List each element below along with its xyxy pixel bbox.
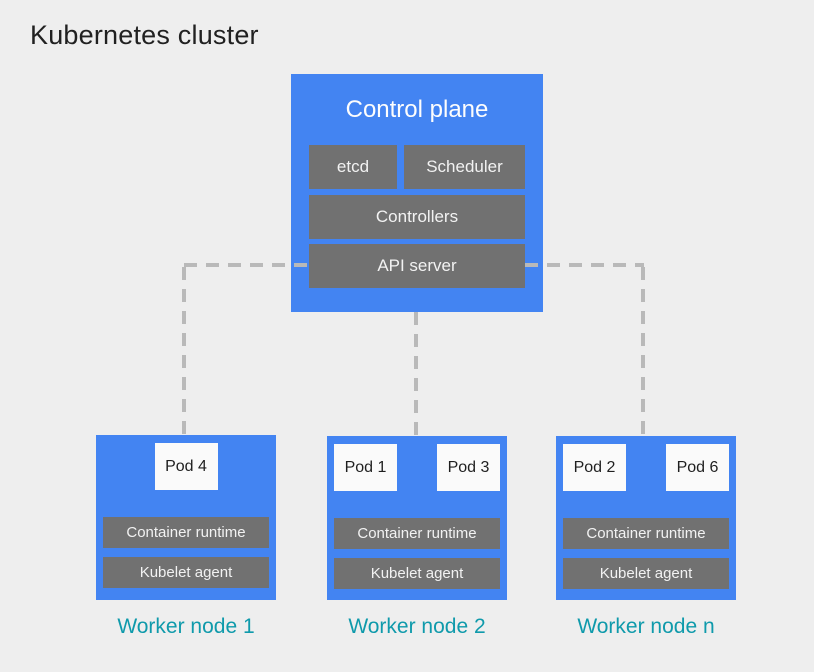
connector-vertical-left	[182, 267, 186, 435]
worker-node-n-box: Pod 2 Pod 6 Container runtime Kubelet ag…	[556, 436, 736, 600]
pods-row: Pod 4	[103, 443, 269, 490]
control-plane-title: Control plane	[345, 96, 489, 123]
kubelet-agent-box: Kubelet agent	[563, 558, 729, 589]
pods-row: Pod 2 Pod 6	[563, 444, 729, 491]
pods-row: Pod 1 Pod 3	[334, 444, 500, 491]
worker-node-2-label: Worker node 2	[348, 615, 486, 638]
connector-horizontal-left	[184, 263, 309, 267]
etcd-box: etcd	[309, 145, 397, 189]
worker-node-1-label: Worker node 1	[117, 615, 255, 638]
page-title: Kubernetes cluster	[30, 20, 259, 50]
kubelet-agent-box: Kubelet agent	[103, 557, 269, 588]
container-runtime-box: Container runtime	[563, 518, 729, 549]
worker-node-2-box: Pod 1 Pod 3 Container runtime Kubelet ag…	[327, 436, 507, 600]
connector-vertical-middle	[414, 312, 418, 436]
pod-box: Pod 4	[154, 443, 218, 490]
connector-vertical-right	[641, 267, 645, 436]
kubelet-agent-box: Kubelet agent	[334, 558, 500, 589]
control-plane-box: Control plane etcd Scheduler Controllers…	[291, 74, 543, 312]
pod-box: Pod 1	[334, 444, 397, 491]
worker-node-n-label: Worker node n	[577, 615, 715, 638]
connector-horizontal-right	[525, 263, 644, 267]
worker-node-1-box: Pod 4 Container runtime Kubelet agent	[96, 435, 276, 600]
pod-box: Pod 3	[437, 444, 500, 491]
controllers-box: Controllers	[309, 195, 525, 239]
container-runtime-box: Container runtime	[103, 517, 269, 548]
container-runtime-box: Container runtime	[334, 518, 500, 549]
api-server-box: API server	[309, 244, 525, 288]
pod-box: Pod 6	[666, 444, 729, 491]
pod-box: Pod 2	[563, 444, 626, 491]
scheduler-box: Scheduler	[404, 145, 525, 189]
